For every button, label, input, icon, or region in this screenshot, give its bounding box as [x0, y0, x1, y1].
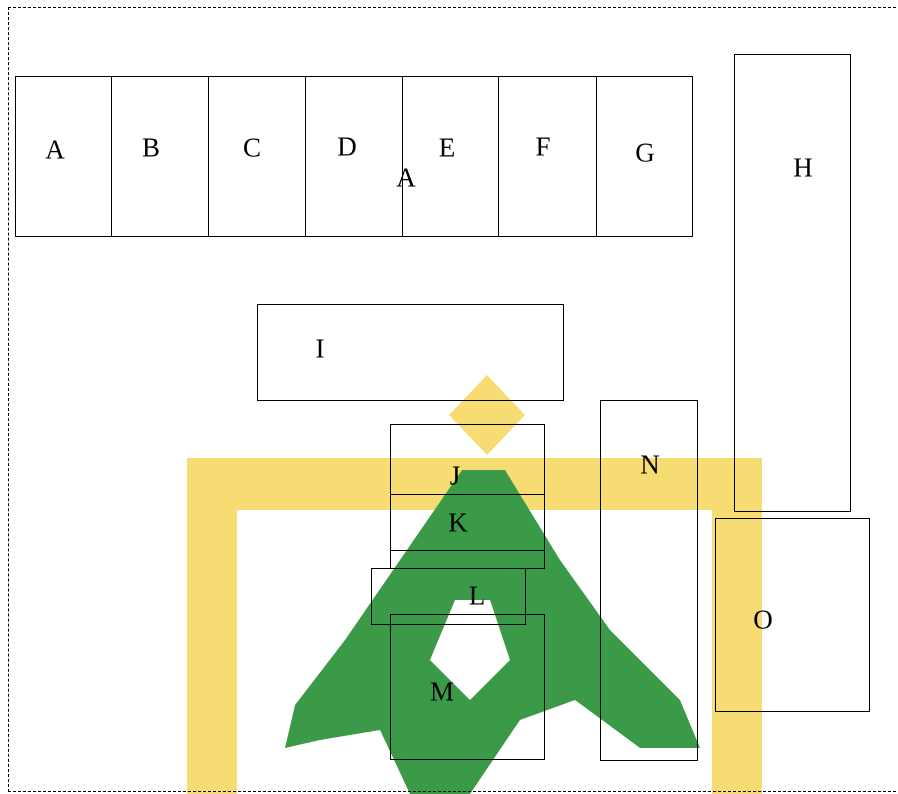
watermark-gold-diamond — [449, 375, 525, 455]
label-b: B — [141, 132, 161, 163]
label-i: I — [315, 333, 325, 364]
box-o — [715, 518, 870, 712]
label-o: O — [753, 604, 773, 635]
watermark-gold-frame — [187, 458, 762, 794]
box-n — [600, 400, 698, 761]
box-g — [596, 76, 693, 237]
watermark-green-figure — [285, 470, 700, 794]
label-h: H — [793, 152, 813, 183]
label-j: J — [449, 460, 461, 491]
label-k: K — [448, 507, 468, 538]
box-m — [390, 614, 545, 760]
box-i — [257, 304, 564, 401]
label-a: A — [45, 134, 65, 165]
box-k — [390, 494, 545, 551]
label-d: D — [337, 131, 357, 162]
label-g: G — [635, 137, 655, 168]
label-n: N — [640, 449, 660, 480]
label-l: L — [468, 580, 486, 611]
label-e: E — [438, 132, 456, 163]
label-f: F — [535, 131, 551, 162]
stray-label: A — [396, 162, 416, 193]
label-c: C — [242, 132, 262, 163]
box-l — [371, 568, 526, 625]
label-m: M — [429, 676, 455, 707]
diagram-frame — [8, 7, 898, 792]
box-h — [734, 54, 851, 512]
